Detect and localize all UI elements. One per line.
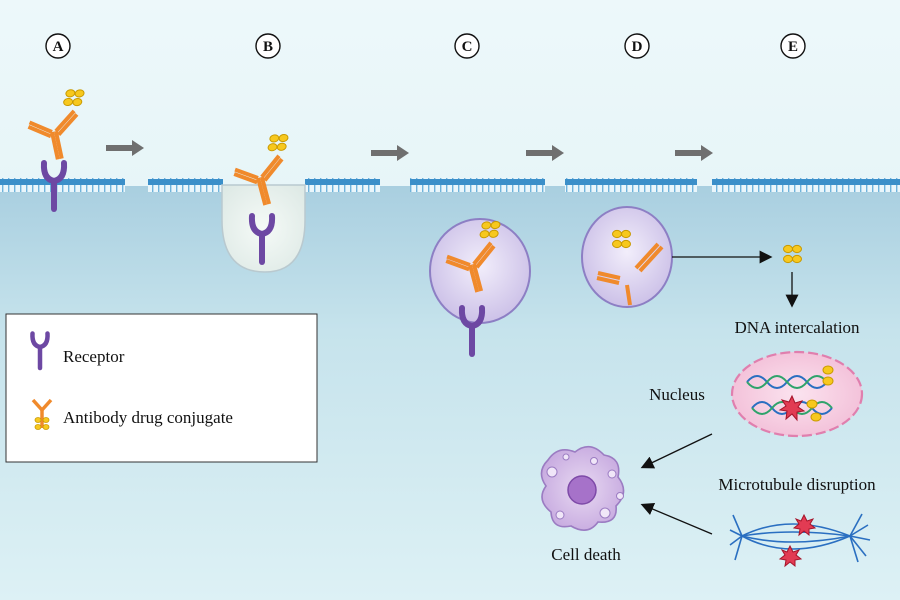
dna-damage-burst — [778, 394, 806, 422]
step-c-endosome — [429, 216, 531, 354]
intercalated-drug — [822, 365, 834, 375]
microtubule-spindle — [729, 513, 871, 563]
endocytic-pit — [221, 184, 306, 273]
microtubule-damage-burst — [778, 544, 803, 568]
cell-death-label: Cell death — [551, 545, 621, 564]
svg-text:C: C — [462, 39, 473, 55]
legend-adc-label: Antibody drug conjugate — [63, 408, 233, 427]
nucleus-to-death-arrow — [640, 433, 713, 469]
microtubule-damage-burst — [792, 513, 817, 537]
apoptotic-cell — [540, 445, 625, 531]
step-label-b: B — [255, 33, 281, 59]
nucleus-label: Nucleus — [649, 385, 705, 404]
dna-intercalation-label: DNA intercalation — [734, 318, 860, 337]
microtubule-disruption-label: Microtubule disruption — [718, 475, 876, 494]
svg-text:D: D — [632, 39, 643, 55]
legend: Receptor Antibody drug conjugate — [5, 313, 318, 463]
svg-text:A: A — [53, 39, 64, 55]
intercalated-drug — [810, 412, 822, 422]
legend-receptor-label: Receptor — [63, 347, 125, 366]
svg-text:B: B — [263, 39, 273, 55]
step-labels: A B C D E — [45, 33, 806, 59]
intercalated-drug — [806, 399, 818, 409]
step-d-lysosome — [581, 206, 673, 308]
step-label-d: D — [624, 33, 650, 59]
cell-membrane — [0, 178, 900, 192]
intercalated-drug — [822, 376, 834, 386]
nucleus — [730, 350, 864, 438]
step-label-c: C — [454, 33, 480, 59]
legend-adc-icon — [31, 398, 53, 430]
microtubule-to-death-arrow — [640, 503, 713, 535]
svg-text:E: E — [788, 39, 798, 55]
step-label-e: E — [780, 33, 806, 59]
nucleus-envelope — [730, 350, 864, 438]
step-b-endocytosis — [221, 129, 306, 273]
step-label-a: A — [45, 33, 71, 59]
legend-box — [5, 313, 318, 463]
antibody-fragments-d — [596, 242, 664, 306]
